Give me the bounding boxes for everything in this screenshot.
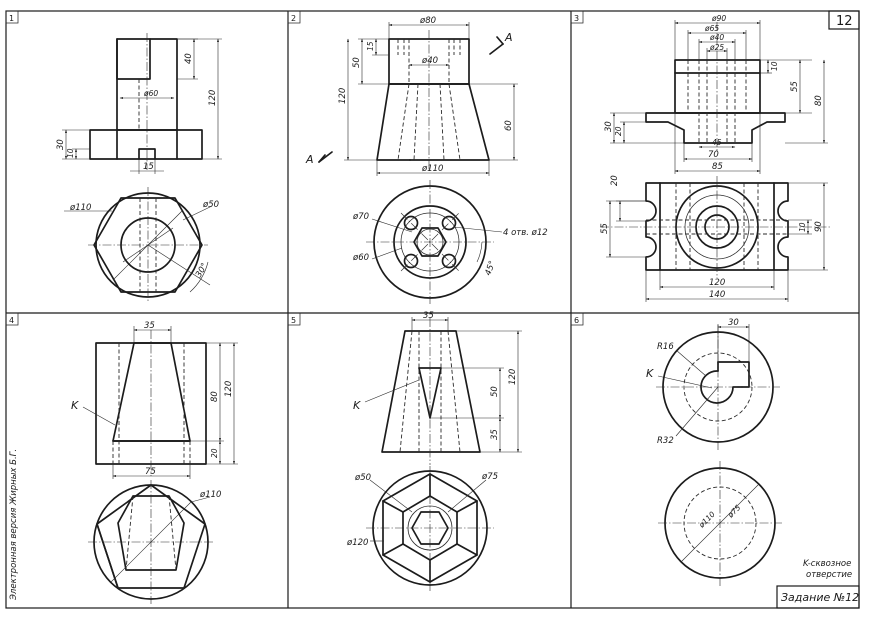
panel-5-front-view: 35 50 120 35 K [353, 311, 522, 465]
p2-dim-15: 15 [366, 41, 375, 51]
panel-2-number: 2 [291, 14, 296, 23]
panel-6-top-view: ø110 ø75 [658, 461, 782, 586]
panel-3: 3 ø90 ø65 ø40 [570, 10, 830, 302]
p1-dim-50: ø50 [202, 200, 219, 210]
p3-dim-65: ø65 [704, 24, 719, 33]
p6-dim-110: ø110 [696, 510, 717, 531]
p6-note-line1: K-сквозное [803, 559, 851, 569]
panel-1-top-view: ø110 ø50 30° [64, 187, 219, 303]
p3-dim-25: ø25 [709, 43, 724, 52]
p3-dim-55: 55 [790, 81, 800, 92]
panel-6-front-view: 30 R16 R32 K [646, 318, 780, 450]
p4-dim-120: 120 [224, 381, 234, 397]
p2-section-mark-upper: A [504, 31, 513, 44]
panel-4-number: 4 [9, 316, 14, 325]
p3-dim-45: 45 [712, 138, 722, 147]
p3-dim-90b: 90 [814, 221, 824, 232]
p5-dim-50c: ø50 [354, 473, 371, 483]
panel-5-top-view: ø50 ø75 ø120 [346, 466, 498, 592]
p3-dim-55b: 55 [600, 223, 610, 234]
p2-dim-60: 60 [504, 120, 514, 131]
panel-4: 4 35 120 80 20 75 [5, 312, 238, 604]
p2-dim-120: 120 [338, 88, 348, 104]
p2-dim-80: ø80 [419, 16, 436, 26]
p1-dim-30: 30 [56, 139, 66, 150]
p4-dim-35: 35 [144, 321, 155, 331]
p6-dim-30: 30 [728, 318, 739, 328]
p2-section-mark-lower: A [305, 153, 314, 166]
p1-dim-40: 40 [184, 53, 194, 64]
p3-dim-20: 20 [614, 126, 623, 136]
p3-dim-120: 120 [709, 278, 725, 288]
p2-angle-45: 45° [483, 259, 498, 277]
p2-dim-70: ø70 [352, 212, 369, 222]
p1-dim-60: ø60 [143, 89, 158, 98]
side-note: Электронная версия Жирных Б.Г. [9, 449, 19, 601]
p2-dim-110: ø110 [421, 164, 443, 174]
p2-dim-50: 50 [352, 57, 362, 68]
task-title: Задание №12 [781, 591, 859, 604]
p5-dim-120: 120 [508, 369, 518, 385]
p3-dim-10b: 10 [798, 222, 807, 232]
panel-1-front-view: 40 120 ø60 30 10 15 [56, 33, 222, 174]
sheet-frame: 12 Задание №12 Электронная версия Жирных… [5, 10, 860, 609]
panel-4-front-view: 35 120 80 20 75 K [71, 321, 238, 479]
p3-dim-90: ø90 [711, 14, 726, 23]
p4-mark-k: K [71, 399, 79, 412]
p2-holes-label: 4 отв. ø12 [503, 228, 548, 238]
panel-3-number: 3 [574, 14, 579, 23]
p2-dim-60b: ø60 [352, 253, 369, 263]
panel-6-number: 6 [574, 316, 579, 325]
p1-dim-120: 120 [208, 90, 218, 106]
p3-dim-20b: 20 [610, 175, 620, 186]
p5-mark-k: K [353, 399, 361, 412]
p3-dim-85: 85 [712, 162, 723, 172]
p5-dim-75: ø75 [481, 472, 498, 482]
panel-2-top-view: ø70 ø60 4 отв. ø12 45° [352, 180, 548, 304]
p4-dim-80: 80 [210, 391, 220, 402]
sheet-number: 12 [836, 14, 853, 29]
panel-2: 2 ø80 ø40 15 [287, 10, 548, 304]
p1-dim-110: ø110 [69, 203, 91, 213]
p3-dim-30: 30 [604, 121, 614, 132]
p4-dim-75: 75 [145, 467, 156, 477]
panel-1-number: 1 [9, 14, 14, 23]
panel-6: 6 30 R16 R32 K ø110 [570, 312, 852, 586]
panel-3-top-view: 20 55 10 90 120 140 [600, 175, 830, 302]
panel-4-top-view: ø110 [88, 480, 221, 604]
p2-dim-40: ø40 [421, 56, 438, 66]
p1-dim-15: 15 [143, 162, 154, 172]
p1-dim-10: 10 [66, 148, 75, 158]
p6-r32: R32 [657, 436, 674, 446]
p3-dim-70: 70 [708, 150, 719, 160]
p5-dim-50: 50 [490, 386, 500, 397]
p3-dim-80: 80 [814, 95, 824, 106]
p3-dim-40: ø40 [709, 33, 724, 42]
p5-dim-120c: ø120 [346, 538, 368, 548]
panel-2-front-view: ø80 ø40 15 50 120 60 ø110 A [305, 16, 518, 176]
p6-note-line2: отверстие [806, 570, 852, 580]
p3-dim-140: 140 [709, 290, 725, 300]
panel-5-number: 5 [291, 316, 296, 325]
p4-dim-110: ø110 [199, 490, 221, 500]
p3-dim-10: 10 [770, 61, 779, 71]
panel-3-front-view: ø90 ø65 ø40 ø25 10 55 80 [604, 14, 828, 174]
p6-dim-75: ø75 [725, 503, 742, 520]
p6-mark-k: K [646, 367, 654, 380]
p5-dim-35: 35 [423, 311, 434, 321]
panel-5: 5 35 50 120 35 K [287, 311, 522, 592]
p4-dim-20: 20 [210, 448, 219, 458]
panel-1: 1 40 120 ø60 30 [5, 10, 222, 303]
p5-dim-35b: 35 [490, 429, 500, 440]
p6-r16: R16 [657, 342, 674, 352]
